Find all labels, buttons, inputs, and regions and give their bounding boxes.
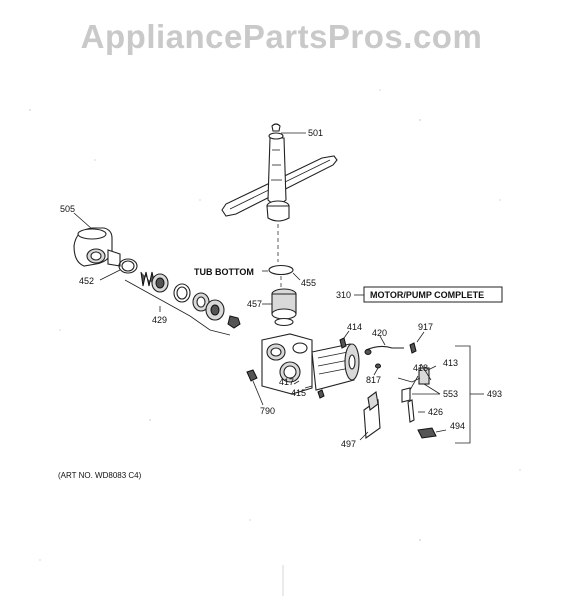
label-310: 310 [336,290,351,300]
motor-pump-callout [354,286,503,303]
art-number: (ART NO. WD8083 C4) [58,471,142,480]
label-790: 790 [260,406,275,416]
label-413: 413 [443,358,458,368]
switch-parts-group [397,363,441,423]
label-455: 455 [301,278,316,288]
label-494: 494 [450,421,465,431]
label-493: 493 [487,389,502,399]
label-505: 505 [60,204,75,214]
motor-mount-part-497 [359,391,381,441]
watermark-text: AppliancePartsPros.com [80,18,483,55]
scan-speckles [29,89,521,596]
label-420: 420 [372,328,387,338]
seal-part-457 [262,288,297,327]
wire-harness-part-494 [417,427,447,439]
label-415: 415 [291,388,306,398]
label-817: 817 [366,375,381,385]
chopper-assembly-part-429 [124,271,241,336]
label-tub-bottom: TUB BOTTOM [194,267,254,277]
label-417: 417 [279,377,294,387]
tub-bottom-oring-part-455 [262,264,301,290]
label-553: 553 [443,389,458,399]
screw-part-917 [409,331,425,354]
label-917: 917 [418,322,433,332]
label-457: 457 [247,299,262,309]
label-501: 501 [308,128,323,138]
label-414: 414 [347,322,362,332]
drain-housing-part-505 [73,212,121,267]
hose-clamp-part-452 [99,258,138,281]
label-motor-pump-complete: MOTOR/PUMP COMPLETE [370,290,484,300]
bracket-group-493 [455,345,484,444]
motor-pump-assembly [261,330,360,399]
label-426: 426 [428,407,443,417]
label-452: 452 [79,276,94,286]
wire-parts-420-817 [364,335,404,376]
spray-arm-part-501 [221,123,338,262]
label-497: 497 [341,439,356,449]
clip-part-790 [246,369,264,406]
label-429: 429 [152,315,167,325]
label-418: 418 [413,363,428,373]
